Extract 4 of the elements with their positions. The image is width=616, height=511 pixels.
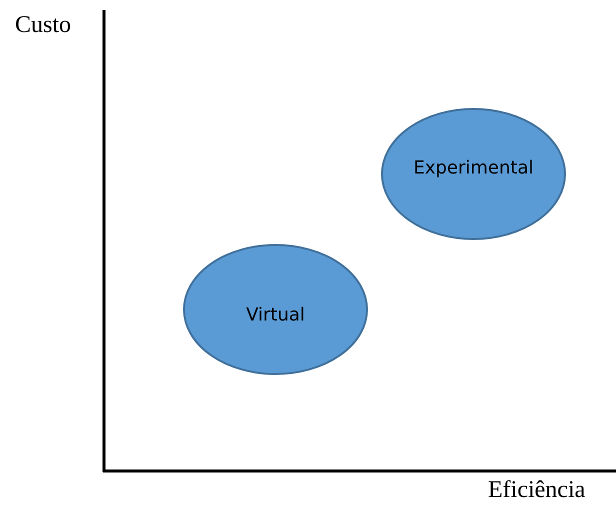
x-axis-label: Eficiência xyxy=(488,477,586,504)
y-axis-label: Custo xyxy=(15,12,72,39)
ellipse-label: Experimental xyxy=(413,158,534,178)
ellipse-label: Virtual xyxy=(246,304,305,325)
